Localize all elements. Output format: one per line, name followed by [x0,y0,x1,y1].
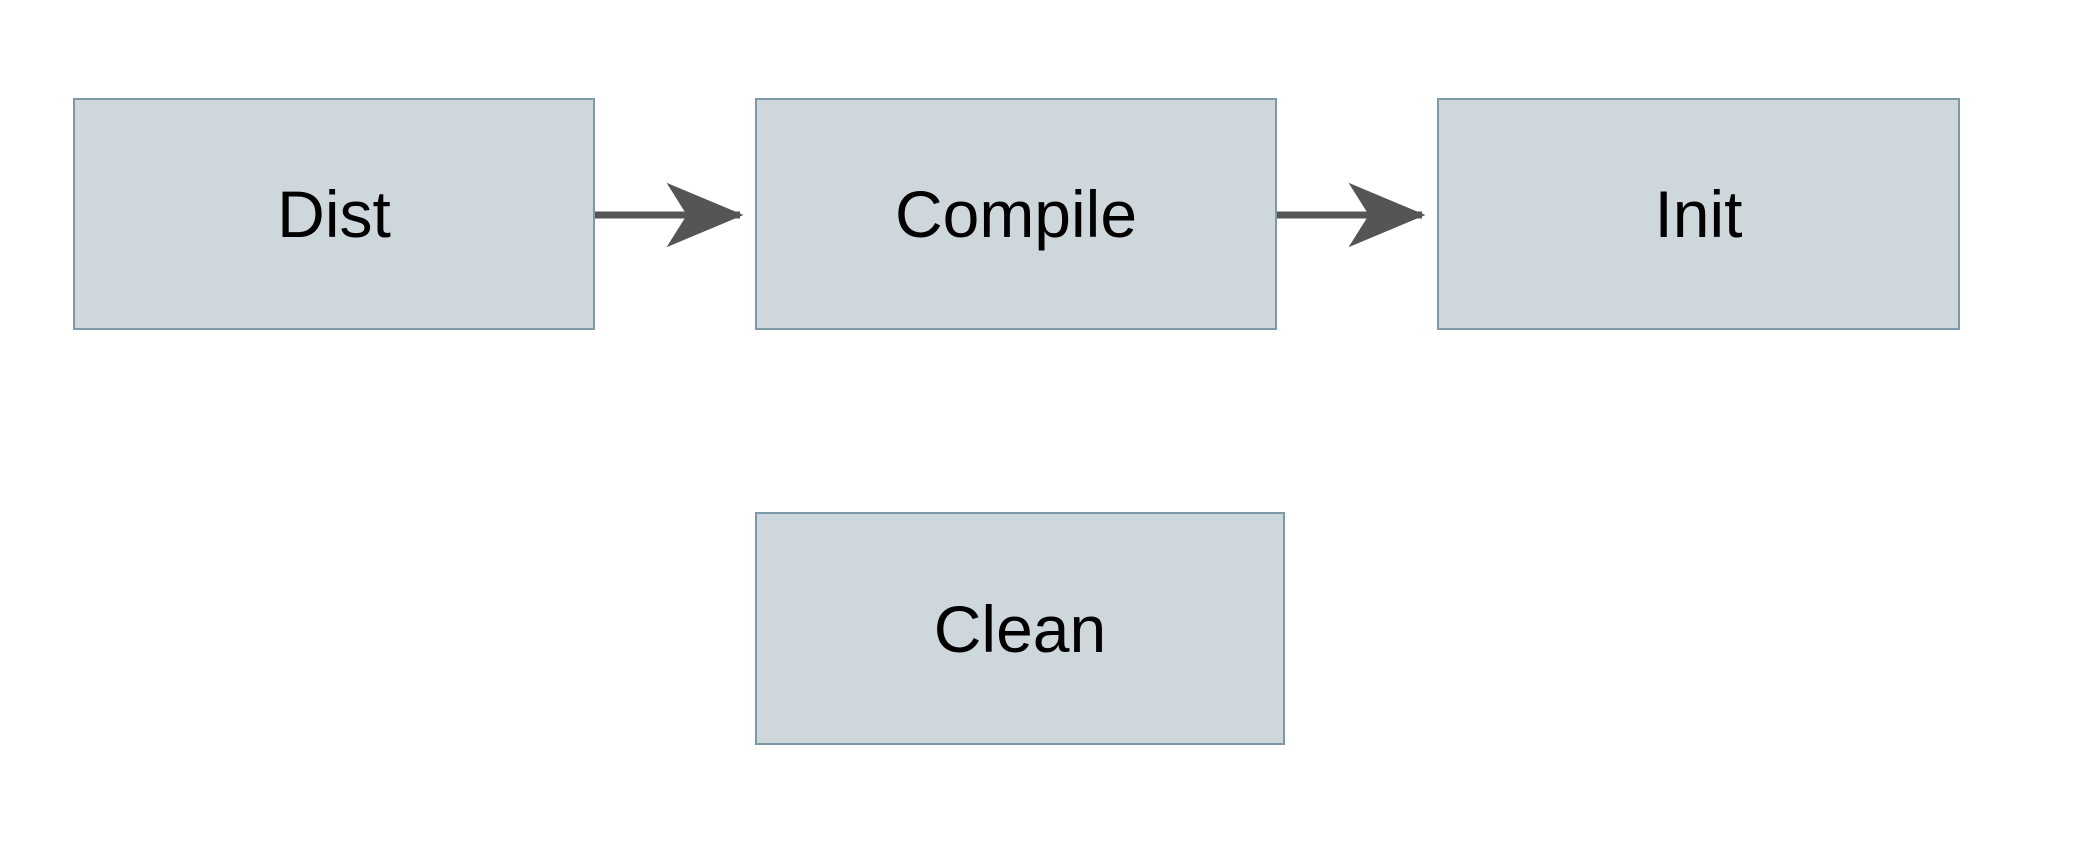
node-dist-label: Dist [277,177,391,251]
node-compile-label: Compile [894,177,1138,251]
node-dist[interactable]: Dist [73,98,595,330]
node-clean-label: Clean [933,591,1107,666]
node-compile[interactable]: Compile [755,98,1277,330]
node-init[interactable]: Init [1437,98,1960,330]
node-init-label: Init [1654,177,1743,251]
node-clean[interactable]: Clean [755,512,1285,745]
